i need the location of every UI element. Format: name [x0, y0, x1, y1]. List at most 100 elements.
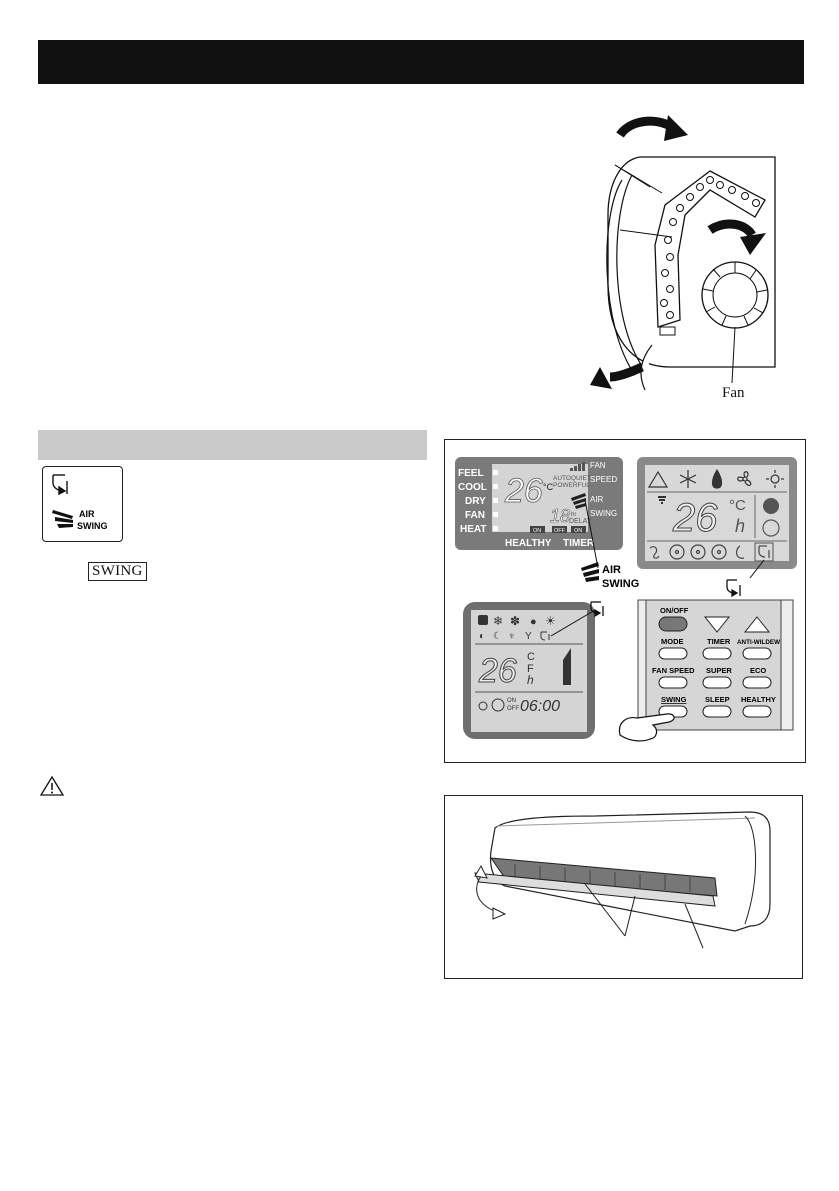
btn-timer-label: TIMER: [707, 637, 731, 646]
swing-label-lcd: SWING: [590, 509, 617, 518]
small-c: C: [527, 651, 535, 663]
powerful-label: POWERFUL: [553, 482, 590, 489]
lcd-main-temp: 26: [504, 472, 543, 510]
fan-high-icon: [711, 544, 727, 560]
btn-healthy-label: HEALTHY: [741, 695, 776, 704]
indoor-unit-panel: [444, 795, 803, 979]
svg-text:☾: ☾: [493, 631, 502, 642]
warning-icon: [39, 775, 65, 797]
timer-off: OFF: [554, 528, 566, 534]
lcd-air-swing-icon: [571, 493, 586, 509]
fan-small-icon: ✽: [510, 614, 520, 628]
healthy-on: ON: [533, 528, 541, 534]
lcd-timer-value: 18: [550, 506, 570, 526]
lcd-right-unit-h: h: [735, 516, 745, 536]
signal-icon: [658, 496, 666, 504]
fan-mode-icon: [737, 471, 752, 487]
air-swing-icon: [52, 510, 73, 528]
heat-small-icon: ☀: [545, 614, 556, 628]
btn-mode-label: MODE: [661, 637, 684, 646]
fan-bar-icon: [563, 648, 571, 685]
anti-wildew-button[interactable]: [742, 647, 772, 660]
pressing-hand-icon: [618, 713, 675, 742]
air-label-lcd: AIR: [590, 495, 604, 504]
super-button[interactable]: [702, 676, 732, 689]
timer-on: ON: [574, 528, 582, 534]
delay-label: DELAY: [569, 518, 592, 525]
auto-small-icon: [478, 615, 488, 625]
small-f: F: [527, 663, 534, 675]
auto-mode-icon: [647, 470, 669, 488]
fan-speed-button[interactable]: [658, 676, 688, 689]
swing-button-reference: SWING: [88, 562, 147, 581]
healthy-button[interactable]: [742, 705, 772, 718]
air-swing-callout: AIR SWING: [581, 562, 639, 590]
btn-onoff-label: ON/OFF: [660, 606, 689, 615]
svg-text:Y: Y: [525, 631, 532, 642]
temp-up-button[interactable]: [743, 616, 771, 633]
airflow-diagram: [560, 105, 800, 405]
healthy-label: HEALTHY: [505, 538, 552, 549]
lcd-small-temp: 26: [478, 652, 517, 690]
btn-sleep-label: SLEEP: [705, 695, 730, 704]
btn-fanspeed-label: FAN SPEED: [652, 666, 695, 675]
timer-button[interactable]: [702, 647, 732, 660]
lcd-right-unit-c: °C: [729, 497, 746, 514]
snowflake-icon: [679, 470, 697, 488]
callout-air: AIR: [602, 564, 621, 576]
swing-symbol-icon: [52, 474, 68, 496]
small-time: 06:00: [520, 698, 560, 715]
timer-label: TIMER: [563, 538, 595, 549]
fan-label-lcd: FAN: [590, 461, 606, 470]
btn-super-label: SUPER: [706, 666, 732, 675]
title-bar: [38, 40, 804, 84]
speed-label-lcd: SPEED: [590, 475, 617, 484]
clock-small-icon: [491, 698, 505, 712]
callout-small-swing-icon: [590, 601, 604, 618]
dry-mode-icon: [711, 468, 723, 489]
small-on: ON: [507, 698, 516, 704]
btn-eco-label: ECO: [750, 666, 766, 675]
cool-small-icon: ❄: [493, 614, 503, 628]
mode-button[interactable]: [658, 647, 688, 660]
mode-heat: HEAT: [460, 524, 486, 535]
mode-cool: COOL: [458, 482, 487, 493]
mode-dry: DRY: [465, 496, 486, 507]
remote-display-panel: FEEL COOL DRY FAN HEAT 26 °C AUTOQUIET P…: [444, 439, 806, 763]
temp-down-button[interactable]: [703, 616, 731, 633]
onoff-button[interactable]: [658, 616, 688, 632]
fan-low-icon: [669, 544, 685, 560]
small-h: h: [527, 673, 534, 687]
mode-fan: FAN: [465, 510, 485, 521]
clock-off-icon: [762, 519, 780, 537]
lcd-right-temp: 26: [672, 496, 718, 540]
svg-text:♆: ♆: [508, 631, 516, 642]
section-header-bar: [38, 430, 427, 460]
callout-swing: SWING: [602, 578, 639, 590]
btn-swing-label: SWING: [661, 695, 687, 704]
air-label: AIR: [79, 509, 95, 519]
fan-label: Fan: [722, 385, 745, 401]
small-lcd: ❄ ✽ ● ☀ ◐ ☾ ♆ Y 26 C F h ON OFF 06:00: [463, 602, 595, 739]
callout-swing-symbol-icon: [726, 579, 741, 598]
autoquiet-label: AUTOQUIET: [553, 475, 591, 482]
main-lcd: FEEL COOL DRY FAN HEAT 26 °C AUTOQUIET P…: [455, 457, 623, 550]
small-off: OFF: [507, 706, 519, 712]
sleep-icon: [735, 545, 745, 559]
fan-med-icon: [690, 544, 706, 560]
dry-small-icon: ●: [530, 616, 537, 628]
remote-keypad: ON/OFF MODE TIMER ANTI-WILDEW FAN SPEED …: [618, 599, 794, 742]
svg-text:◐: ◐: [479, 631, 485, 642]
swing-mode-icon: [758, 545, 770, 558]
hr-label: hr: [571, 512, 576, 518]
right-lcd: 26 °C h: [637, 457, 797, 569]
sun-icon: [766, 470, 784, 488]
eco-button[interactable]: [742, 676, 772, 689]
clock-on-icon: [763, 498, 779, 514]
sleep-button[interactable]: [702, 705, 732, 718]
turbo-icon: [649, 546, 660, 559]
eco-small-icon: [478, 701, 488, 711]
swing-label: SWING: [77, 521, 108, 531]
btn-antiwildew-label: ANTI-WILDEW: [737, 639, 780, 646]
mode-feel: FEEL: [458, 468, 484, 479]
